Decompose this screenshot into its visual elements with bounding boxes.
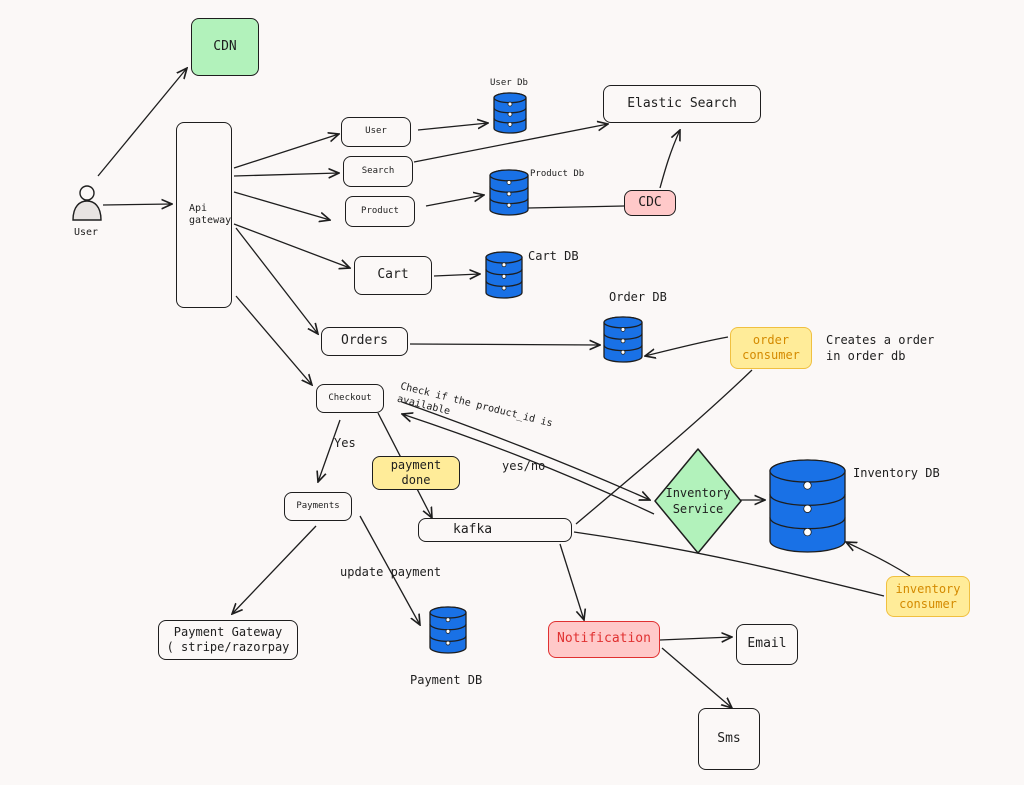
edge-notification-sms [661,647,732,708]
cart-db-icon [485,251,523,299]
edge-search-elastic [413,124,608,163]
sms-node[interactable]: Sms [698,708,760,770]
edge-user-cdn [97,68,187,177]
cart-db-label: Cart DB [528,249,579,263]
edge-payments-gateway [232,525,317,614]
user-icon [72,185,102,221]
edge-productdb-cdc [527,205,625,209]
edge-checkout-payments [318,419,341,482]
api-gateway-node[interactable]: Api gateway [176,122,232,308]
edge-inventory-checkout [402,414,655,515]
email-node[interactable]: Email [736,624,798,665]
edge-gateway-checkout [235,295,312,385]
kafka-node[interactable]: kafka [418,518,572,542]
inventory-service-diamond[interactable] [654,448,742,554]
edge-gateway-user [233,134,339,169]
edge-cdc-elastic [659,130,680,189]
edge-orders-orderdb [409,344,600,345]
edge-gateway-cart [233,223,350,268]
user-db-icon [493,92,527,134]
elastic-search-node[interactable]: Elastic Search [603,85,761,123]
edge-cart-cartdb [433,274,480,276]
edge-user-userdb [417,123,488,131]
order-db-label: Order DB [609,290,667,304]
checkout-service-node[interactable]: Checkout [316,384,384,413]
edge-kafka-inventoryconsumer [573,531,885,597]
edge-product-productdb [425,195,484,207]
edge-checkout-inventory [401,401,650,500]
cdc-node[interactable]: CDC [624,190,676,216]
order-consumer-node[interactable]: order consumer [730,327,812,369]
edge-kafka-notification [559,543,584,620]
user-db-label: User Db [490,78,528,88]
payment-done-node[interactable]: payment done [372,456,460,490]
inventory-service-label: Inventory Service [665,486,731,516]
creates-order-annotation: Creates a order in order db [826,333,935,363]
yes-annotation: Yes [334,436,356,450]
product-service-node[interactable]: Product [345,196,415,227]
payment-db-label: Payment DB [410,673,483,687]
edge-notification-email [659,637,732,640]
edge-user-gateway [102,204,172,205]
inventory-db-icon [769,459,846,553]
payment-db-icon [429,606,467,654]
user-service-node[interactable]: User [341,117,411,147]
cdn-node[interactable]: CDN [191,18,259,76]
orders-service-node[interactable]: Orders [321,327,408,356]
edge-inventoryconsumer-inventorydb [846,542,911,577]
product-db-icon [489,169,529,216]
payment-gateway-node[interactable]: Payment Gateway ( stripe/razorpay [158,620,298,660]
notification-node[interactable]: Notification [548,621,660,658]
search-service-node[interactable]: Search [343,156,413,187]
cart-service-node[interactable]: Cart [354,256,432,295]
edge-gateway-orders [235,227,318,334]
order-db-icon [603,316,643,363]
yes-no-annotation: yes/no [502,459,546,473]
edge-payments-paymentdb [359,515,420,625]
edge-kafka-orderconsumer [575,369,753,525]
payments-service-node[interactable]: Payments [284,492,352,521]
edge-orderconsumer-orderdb [645,336,729,356]
edge-gateway-search [233,173,339,176]
inventory-consumer-node[interactable]: inventory consumer [886,576,970,617]
inventory-db-label: Inventory DB [853,466,940,480]
edge-gateway-product [233,191,330,220]
update-payment-annotation: update payment [340,565,442,579]
user-label: User [74,227,99,238]
product-db-label: Product Db [530,169,585,179]
